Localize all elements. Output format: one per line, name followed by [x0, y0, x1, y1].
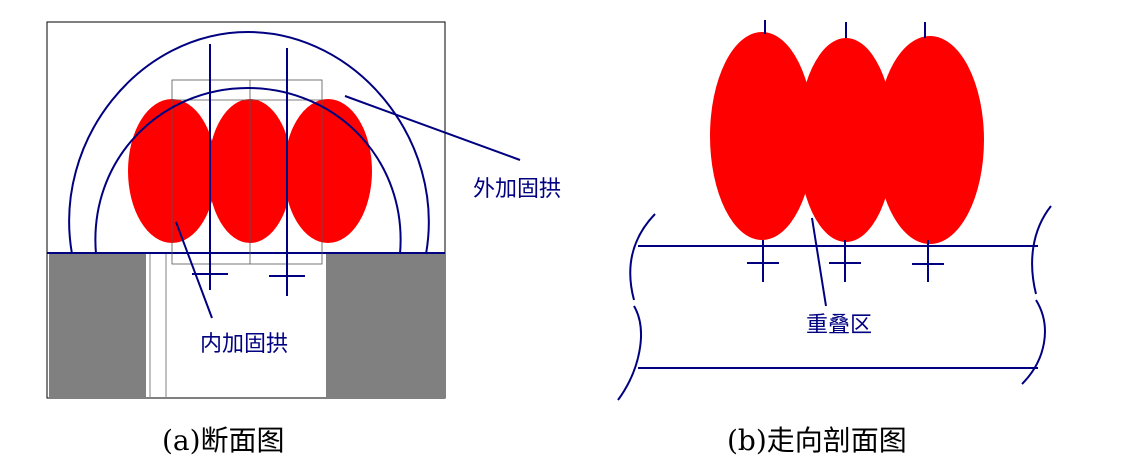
leader-inner-arch — [175, 221, 213, 319]
right-rock-block — [326, 254, 445, 398]
leader-outer-arch — [344, 95, 521, 161]
grout-bulb-b-middle — [798, 38, 894, 242]
grout-bulb-b-left — [710, 32, 814, 240]
label-overlap-zone: 重叠区 — [806, 313, 872, 338]
panel-b-longitudinal-section: 重叠区 (b)走向剖面图 — [617, 20, 1052, 457]
grout-bulb-right — [284, 99, 372, 243]
panel-a-cross-section: 外加固拱 内加固拱 (a)断面图 — [46, 21, 561, 457]
outer-reinforcement-arch — [68, 30, 430, 255]
leader-overlap-zone — [811, 217, 827, 307]
inner-reinforcement-arch — [94, 86, 402, 255]
break-mark-left-lower — [617, 305, 642, 401]
left-rock-block — [49, 254, 146, 398]
break-mark-right-lower — [1021, 299, 1046, 385]
caption-panel-b: (b)走向剖面图 — [727, 424, 907, 457]
label-inner-arch: 内加固拱 — [200, 332, 288, 357]
caption-panel-a: (a)断面图 — [162, 424, 285, 457]
break-mark-right-upper — [1031, 205, 1052, 295]
label-outer-arch: 外加固拱 — [473, 177, 561, 202]
grout-bulb-b-right — [876, 36, 984, 244]
break-mark-left-upper — [629, 213, 656, 301]
bulb-grid-box — [171, 79, 323, 265]
